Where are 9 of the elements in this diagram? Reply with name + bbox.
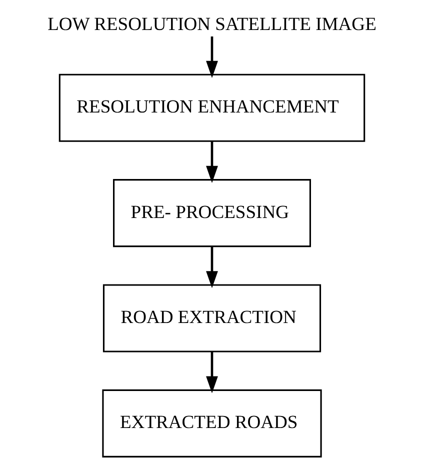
node-box: EXTRACTED ROADS bbox=[102, 389, 322, 458]
arrow bbox=[206, 36, 218, 78]
arrow bbox=[206, 141, 218, 183]
node-box: ROAD EXTRACTION bbox=[102, 284, 321, 352]
node-box: RESOLUTION ENHANCEMENT bbox=[58, 74, 365, 142]
node-box: PRE- PROCESSING bbox=[112, 179, 310, 248]
arrow bbox=[206, 246, 218, 288]
node-text: LOW RESOLUTION SATELLITE IMAGE bbox=[47, 14, 376, 35]
arrow bbox=[206, 352, 218, 394]
